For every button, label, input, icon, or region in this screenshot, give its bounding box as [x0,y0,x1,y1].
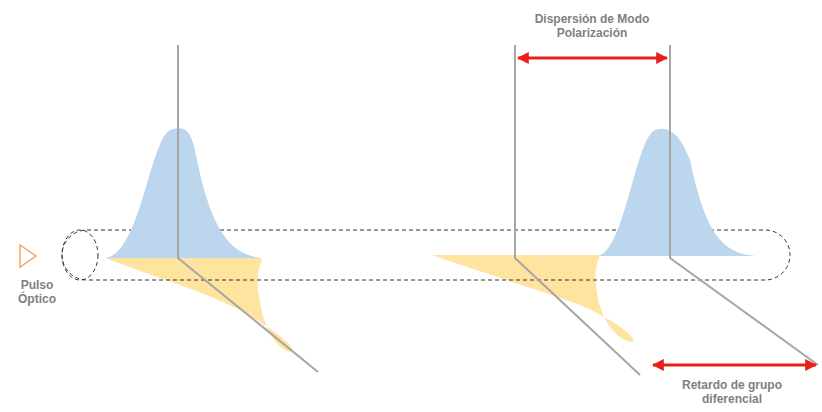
fiber-end [62,230,98,280]
fast-axis-pulse [598,129,757,256]
fast-axis-pulse [105,128,262,258]
dgd-label: Retardo de grupo diferencial [657,378,807,406]
pmd-label: Dispersión de Modo Polarización [512,12,672,40]
pmd-arrow [518,57,667,60]
axis-line [178,45,318,372]
input-label: Pulso Óptico [11,278,63,306]
dgd-arrow [653,364,816,367]
slow-axis-pulse [432,255,633,342]
slow-axis-pulse [105,258,292,352]
input-triangle [20,245,36,267]
axis-line [515,45,640,375]
axis-line [670,45,818,365]
